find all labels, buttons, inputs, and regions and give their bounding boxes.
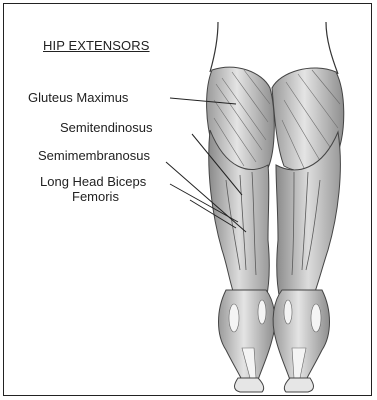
label-semitendinosus: Semitendinosus (60, 120, 153, 135)
label-biceps-femoris-line1: Long Head Biceps (40, 174, 146, 189)
label-semimembranosus: Semimembranosus (38, 148, 150, 163)
label-biceps-femoris-line2: Femoris (72, 189, 119, 204)
diagram-title: HIP EXTENSORS (43, 38, 150, 53)
right-foot (284, 378, 313, 392)
left-foot (235, 378, 264, 392)
torso-outline (210, 22, 338, 74)
label-gluteus-maximus: Gluteus Maximus (28, 90, 128, 105)
